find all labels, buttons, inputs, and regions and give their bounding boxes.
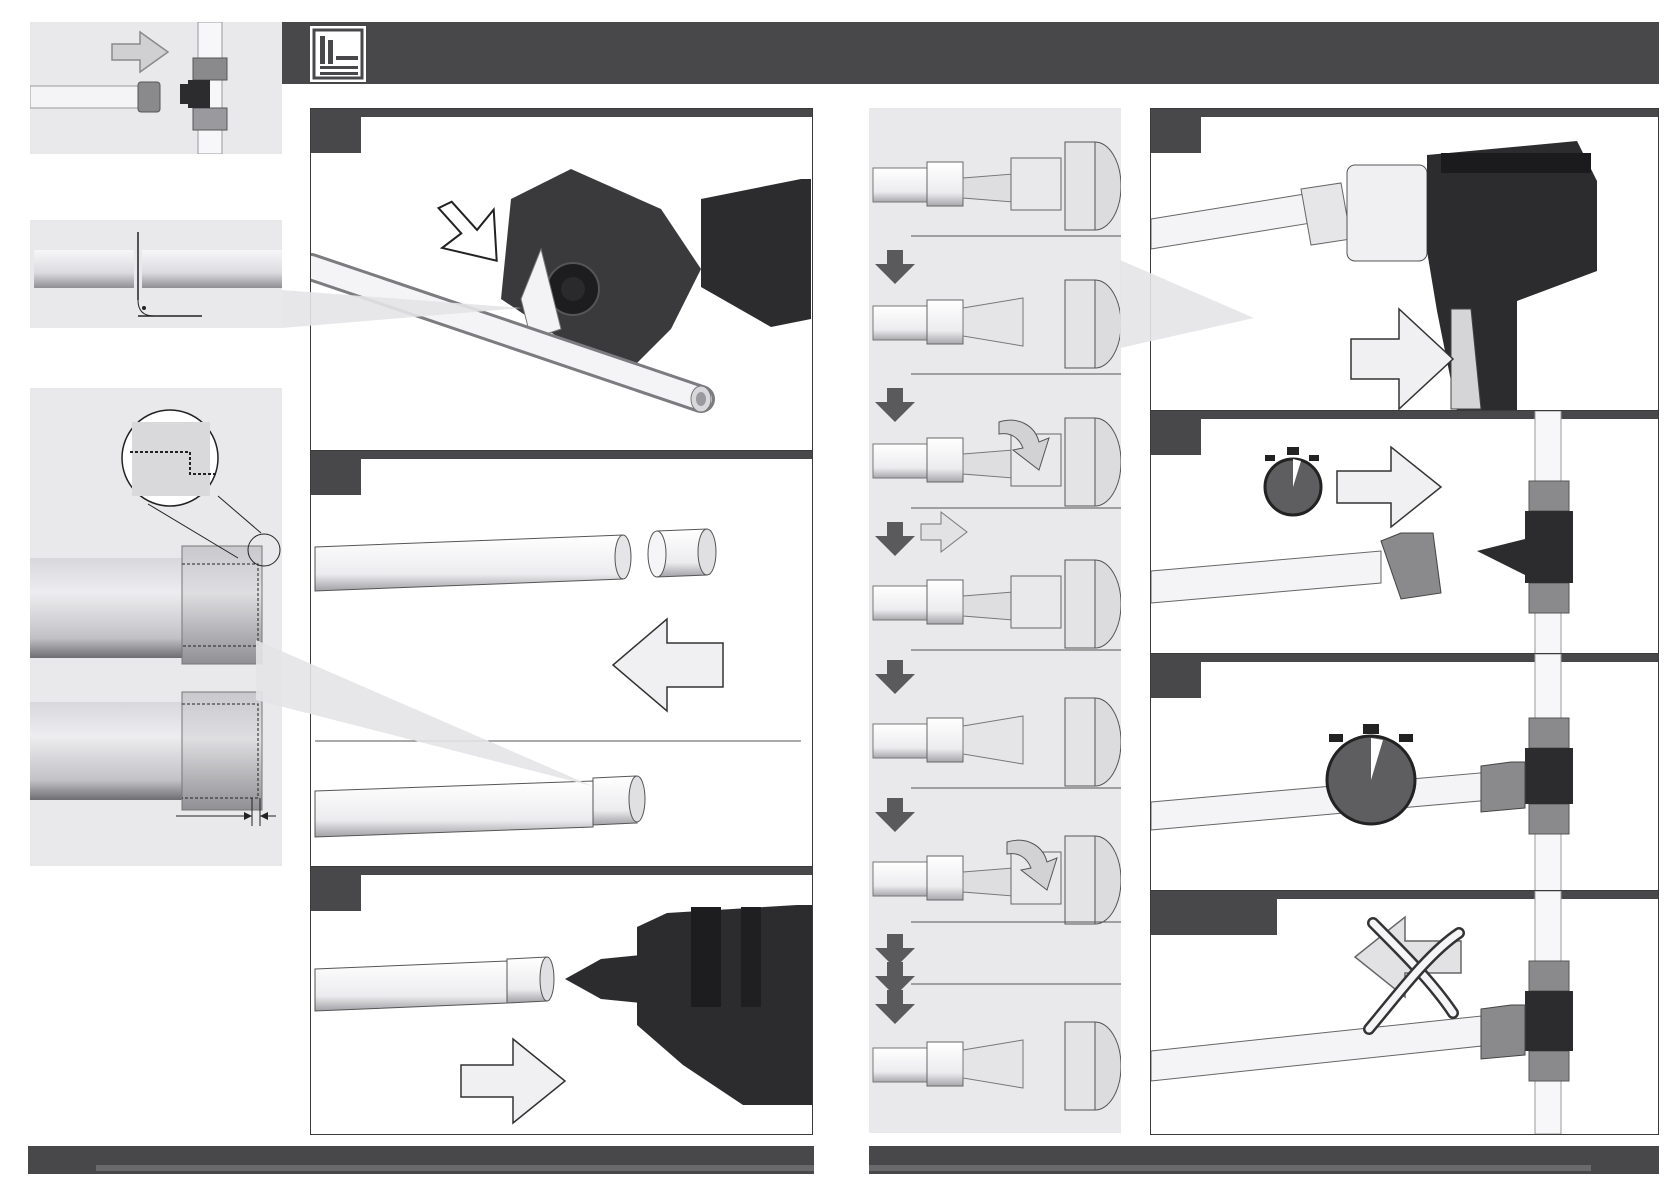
stopwatch-icon [1151, 411, 1658, 655]
step-panel-press-trigger [1150, 108, 1659, 413]
footer-stripe-left [96, 1165, 814, 1171]
step-panel-insert-pipe [1150, 410, 1659, 656]
header-bar [282, 22, 1659, 84]
crossed-out-arrow-icon [1151, 891, 1658, 1134]
footer-stripe-right [869, 1165, 1591, 1171]
expansion-sequence-panel [869, 108, 1121, 1133]
expander-tool-icon [311, 867, 812, 1134]
step-panel-insert-expander [310, 866, 813, 1135]
step-panel-cut-pipe [310, 108, 813, 453]
manual-book-icon [310, 26, 366, 82]
sequence-frame [873, 142, 1121, 236]
pipe-cutter-icon [311, 109, 812, 452]
hold-stopwatch-illustration [1151, 654, 1658, 892]
trigger-tool-illustration [1151, 109, 1658, 412]
step-panel-hold-time [1150, 653, 1659, 893]
step-panel-do-not-pull [1150, 890, 1659, 1135]
cut-detail-panel [30, 220, 282, 328]
step-panel-slide-ring [310, 450, 813, 868]
sleeve-detail-panel [30, 388, 282, 866]
thumb-overview [30, 22, 282, 154]
ring-slide-illustration [311, 451, 812, 867]
